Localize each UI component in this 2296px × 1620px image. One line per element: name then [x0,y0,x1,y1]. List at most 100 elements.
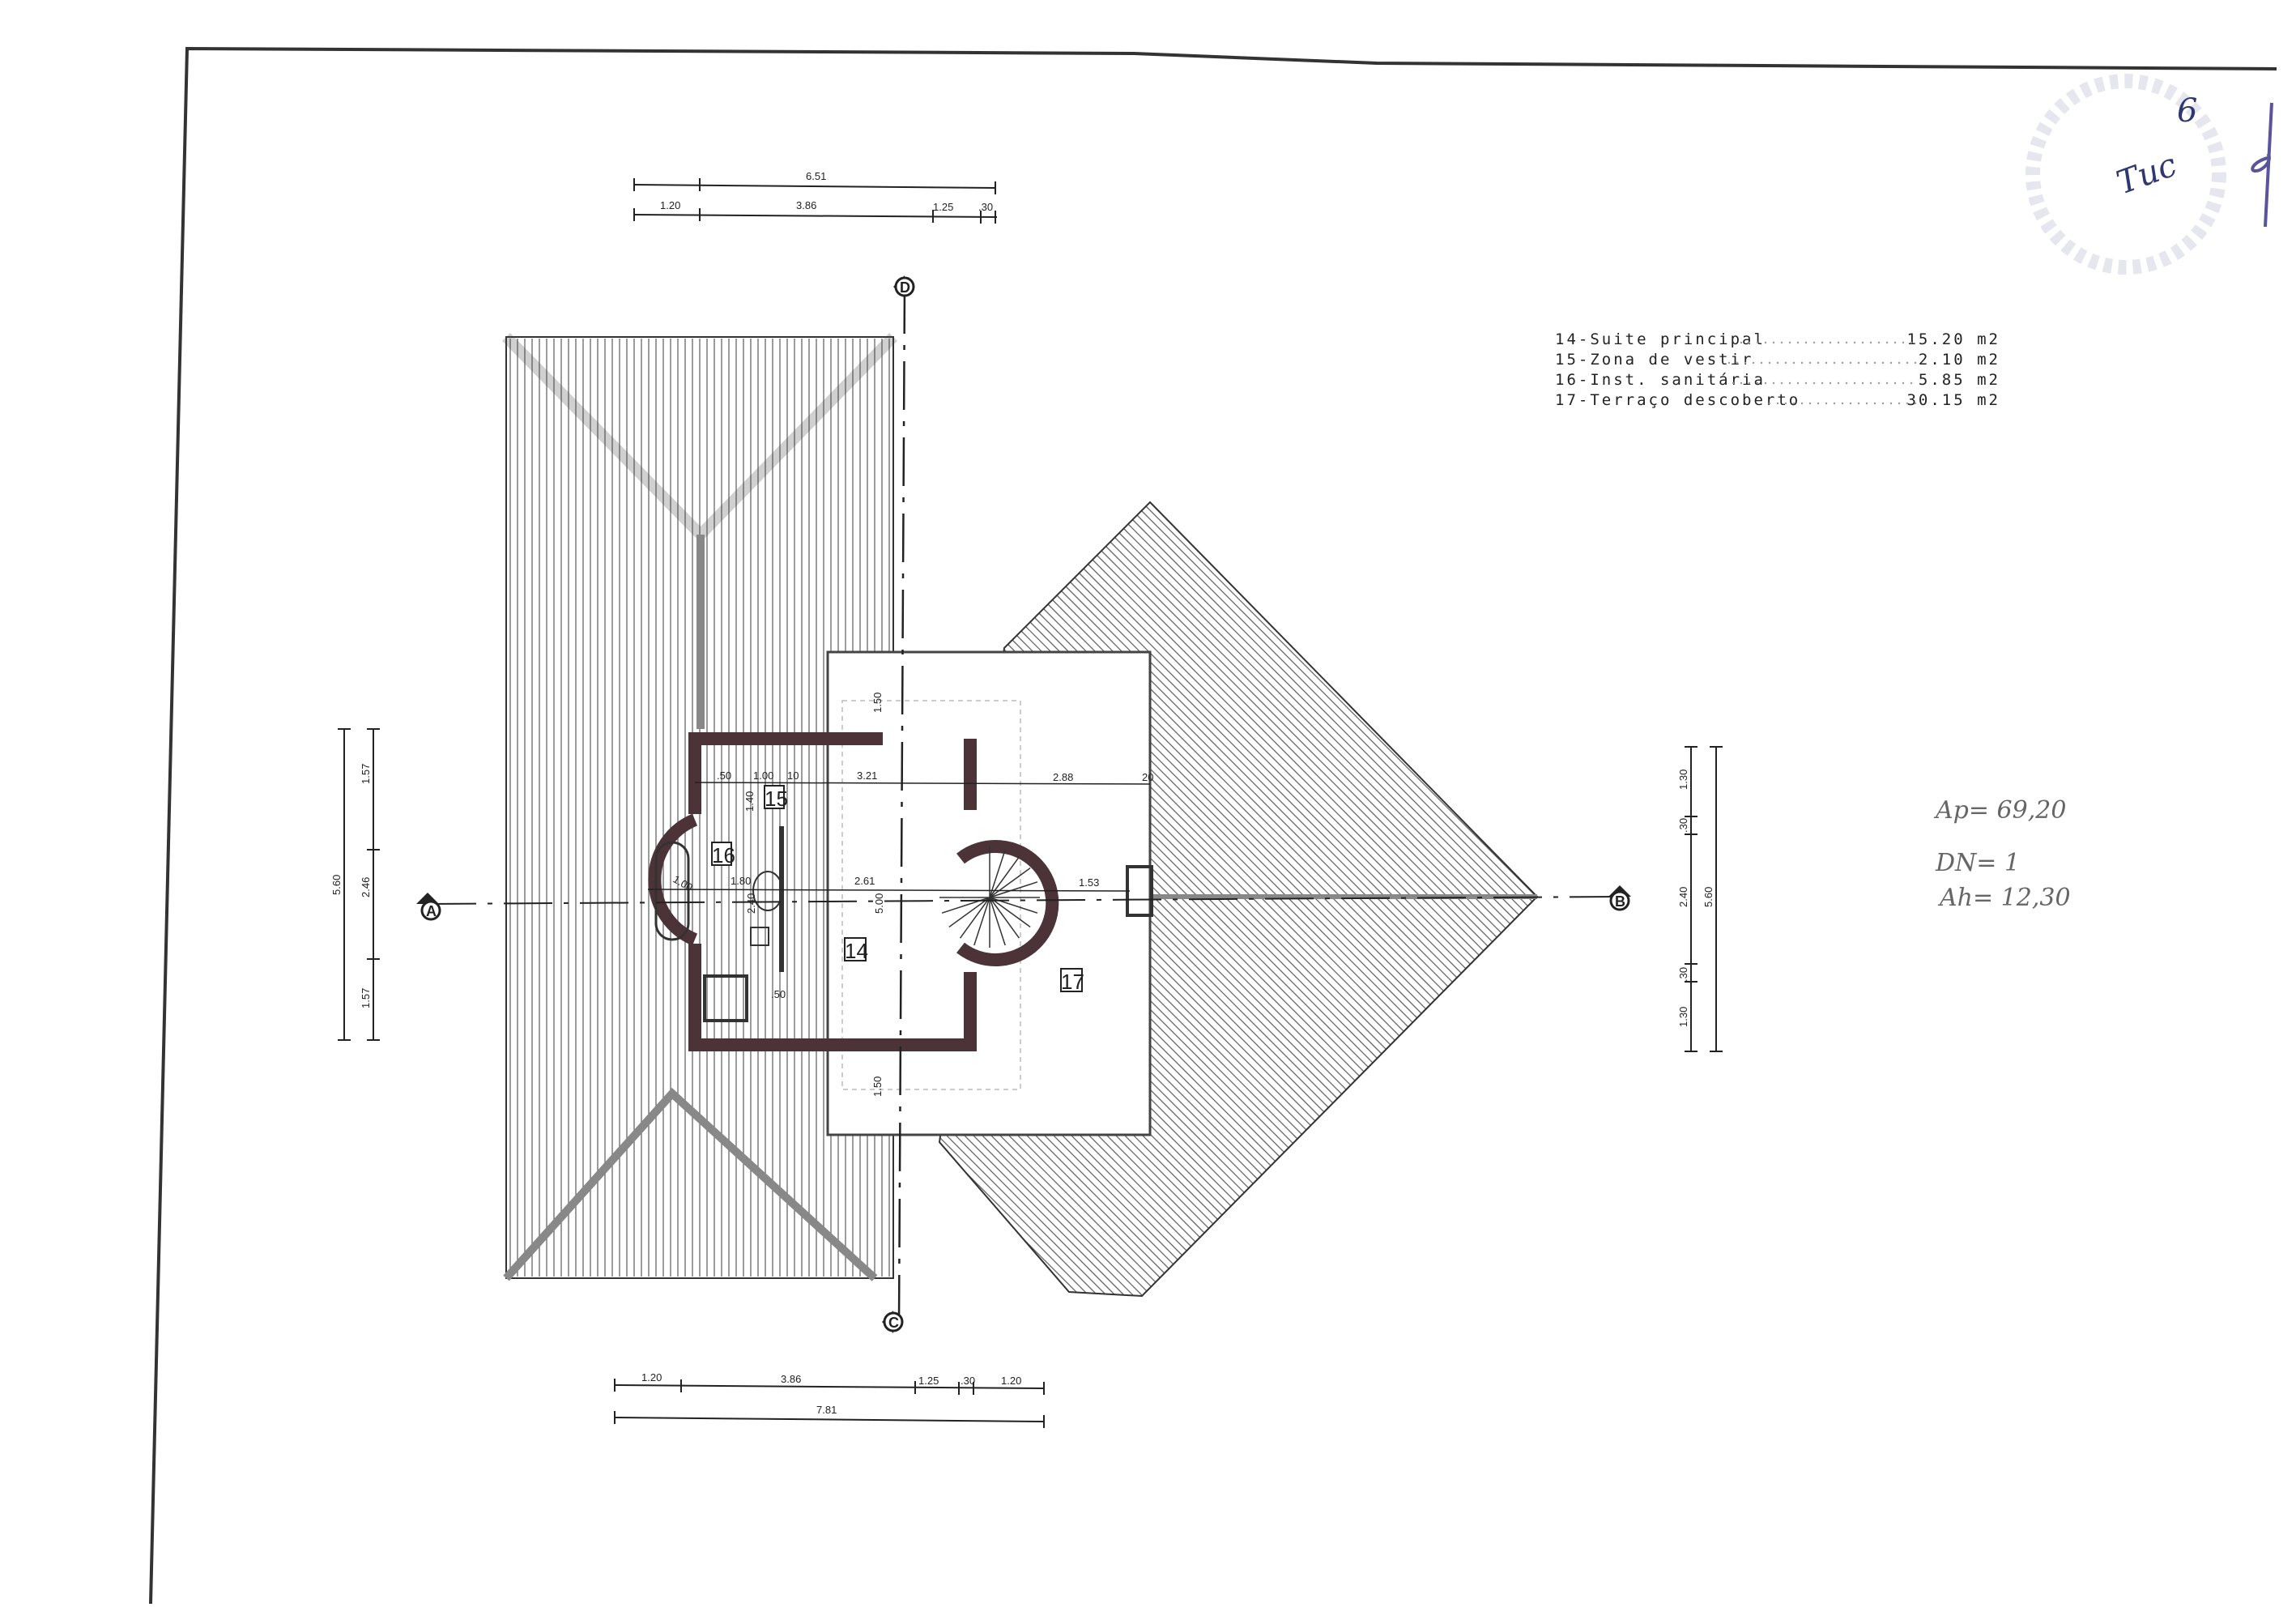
leader-dot [1881,361,1885,364]
dim-right-2: .30 [1677,818,1689,833]
section-marker-a: A [416,893,441,921]
leader-dot [1792,361,1795,364]
leader-dot [1881,402,1885,405]
dim-int: 1.00 [671,873,695,894]
leader-dot [1865,361,1868,364]
dim-left-2: 2.46 [360,877,372,897]
leader-dot [1837,341,1840,344]
leader-dot [1861,382,1864,385]
leader-dot [1845,382,1848,385]
dimension-ticks [338,178,1723,1428]
dim-bottom-3: 1.25 [918,1375,939,1387]
dim-top-1: 1.20 [660,199,680,211]
hatch-line [1110,541,1502,934]
leader-dot [1813,341,1816,344]
hatch-line [1021,1237,1077,1293]
leader-dot [1910,341,1913,344]
leader-dot [1877,382,1881,385]
leader-dot [1752,361,1755,364]
leader-dot [1796,382,1800,385]
hatch-line [1092,559,1485,952]
dim-bottom-total: 7.81 [816,1404,837,1416]
room-label-14: 14 [844,937,868,963]
leader-dot [1853,341,1856,344]
room-16-number: 16 [712,843,735,868]
dim-int: 1.40 [743,791,756,812]
handwritten-dn: DN= 1 [1935,849,2020,877]
room-label-15: 15 [764,785,788,811]
leader-dot [1914,402,1917,405]
dim-top-3: 1.25 [933,201,953,213]
leader-dot [1817,402,1820,405]
leader-dot [1776,361,1779,364]
leader-dot [1833,402,1836,405]
leader-dot [1893,341,1897,344]
leader-dot [1821,382,1824,385]
handwritten-page-number: 6 [2177,92,2197,130]
hatch-line [1114,537,1506,929]
hatch-line [959,897,990,939]
washbasin [752,871,783,911]
dim-bottom-4: .30 [961,1375,975,1387]
dim-int: 5.00 [873,893,885,914]
hatch-line [1070,582,1462,974]
leader-dot [1829,341,1832,344]
leader-dot [1825,402,1828,405]
dim-int: 1.50 [871,1076,884,1097]
dim-int: 1.53 [1079,876,1099,889]
leader-dot [1788,382,1791,385]
leader-dot [1869,382,1872,385]
handwritten-rubric: Tuc [2112,147,2182,202]
hatch-line [1132,519,1524,911]
hatch-line [1136,514,1529,907]
dim-int: 2.61 [854,875,875,887]
room-17-number: 17 [1061,970,1084,994]
leader-dot [1853,382,1856,385]
leader-dot [1841,402,1844,405]
dim-right-total: 5.60 [1702,887,1715,907]
leader-dot [1784,361,1787,364]
leader-dot [1885,382,1889,385]
leader-dot [1849,402,1852,405]
leader-dot [1792,402,1795,405]
hatch-line [939,1137,1097,1294]
leader-dot [1893,382,1897,385]
hatch-line [989,897,1006,946]
hatch-line [944,1106,1134,1296]
leader-dot [1906,402,1909,405]
leader-dot [1841,361,1844,364]
hatch-line [940,1129,1105,1294]
hatch-line [965,1171,1087,1294]
leader-dot [1744,361,1747,364]
leader-dot [1780,382,1783,385]
legend-label: 17-Terraço descoberto [1555,391,1800,409]
section-line-cd [897,284,906,1326]
leader-dot [1808,361,1812,364]
leader-dot [1817,361,1820,364]
legend-label: 14-Suite principal [1555,330,1766,348]
handwritten-ah: Ah= 12,30 [1937,884,2071,912]
leader-dot [1873,361,1876,364]
legend-area: 2.10 m2 [1919,351,2000,369]
leader-dot [1857,402,1860,405]
hatch-line [1118,532,1511,925]
leader-dot [1800,402,1804,405]
hatch-line [1088,564,1480,956]
room-label-17: 17 [1060,968,1084,994]
leader-dot [1837,382,1840,385]
leader-dot [1898,361,1901,364]
leader-dot [1902,382,1905,385]
hatch-line [1127,523,1520,916]
leader-dot [1865,402,1868,405]
dim-left-total: 5.60 [330,875,343,895]
hatch-line [1145,505,1537,897]
leader-dot [1845,341,1848,344]
dim-int: 2.88 [1053,771,1073,783]
interior-dim-line [647,889,1131,892]
dim-top-total: 6.51 [806,170,826,182]
leader-dot [1740,382,1743,385]
dim-top-2: 3.86 [796,199,816,211]
leader-dot [1748,341,1751,344]
leader-dot [1914,361,1917,364]
dim-left-1: 1.57 [360,764,372,784]
